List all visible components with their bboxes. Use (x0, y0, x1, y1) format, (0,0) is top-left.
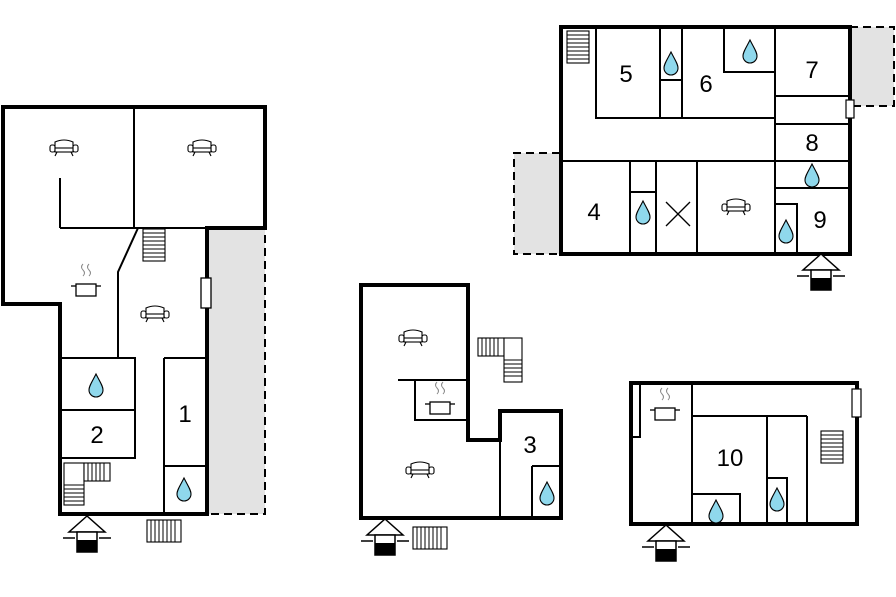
water-drop-icon (88, 373, 104, 398)
room-label-10: 10 (717, 445, 744, 472)
stairs-icon (566, 30, 590, 64)
cooking-pot-icon (424, 381, 456, 415)
water-drop-icon (663, 51, 679, 76)
stairs-icon (63, 462, 111, 506)
entrance-icon (62, 515, 112, 553)
building-b: 3 (359, 283, 563, 556)
terrace-c-right (850, 27, 894, 106)
cross-icon (665, 201, 691, 227)
sofa-icon (187, 139, 217, 157)
room-label-2: 2 (90, 422, 103, 449)
room-label-7: 7 (805, 57, 818, 84)
water-drop-icon (708, 499, 724, 524)
sofa-icon (405, 461, 435, 479)
room-label-8: 8 (805, 130, 818, 157)
terrace-a (207, 228, 265, 514)
terrace-c-left (514, 153, 560, 254)
cooking-pot-icon (70, 263, 102, 297)
radiator-icon (412, 526, 448, 550)
building-d: 10 (629, 381, 862, 562)
water-drop-icon (539, 481, 555, 506)
building-a: 1 2 (1, 105, 267, 553)
room-label-3: 3 (523, 432, 536, 459)
sofa-icon (721, 198, 751, 216)
water-drop-icon (635, 200, 651, 225)
entrance-icon (641, 524, 691, 562)
window-icon (851, 388, 862, 418)
cooking-pot-icon (649, 387, 681, 421)
room-label-1: 1 (178, 401, 191, 428)
room-label-6: 6 (699, 71, 712, 98)
water-drop-icon (742, 39, 758, 64)
sofa-icon (398, 329, 428, 347)
entrance-icon (360, 518, 410, 556)
entrance-icon (796, 253, 846, 291)
room-label-9: 9 (813, 207, 826, 234)
water-drop-icon (804, 163, 820, 188)
stairs-icon (820, 430, 844, 464)
room-label-4: 4 (587, 199, 600, 226)
sofa-icon (140, 305, 170, 323)
stairs-icon (477, 337, 523, 383)
radiator-icon (146, 519, 182, 543)
window-icon (200, 277, 212, 309)
building-c: 5 6 7 8 4 9 (513, 25, 895, 291)
water-drop-icon (769, 487, 785, 512)
water-drop-icon (778, 219, 794, 244)
water-drop-icon (176, 477, 192, 502)
window-icon (845, 99, 855, 119)
sofa-icon (49, 139, 79, 157)
stairs-icon (142, 228, 166, 262)
room-label-5: 5 (619, 61, 632, 88)
